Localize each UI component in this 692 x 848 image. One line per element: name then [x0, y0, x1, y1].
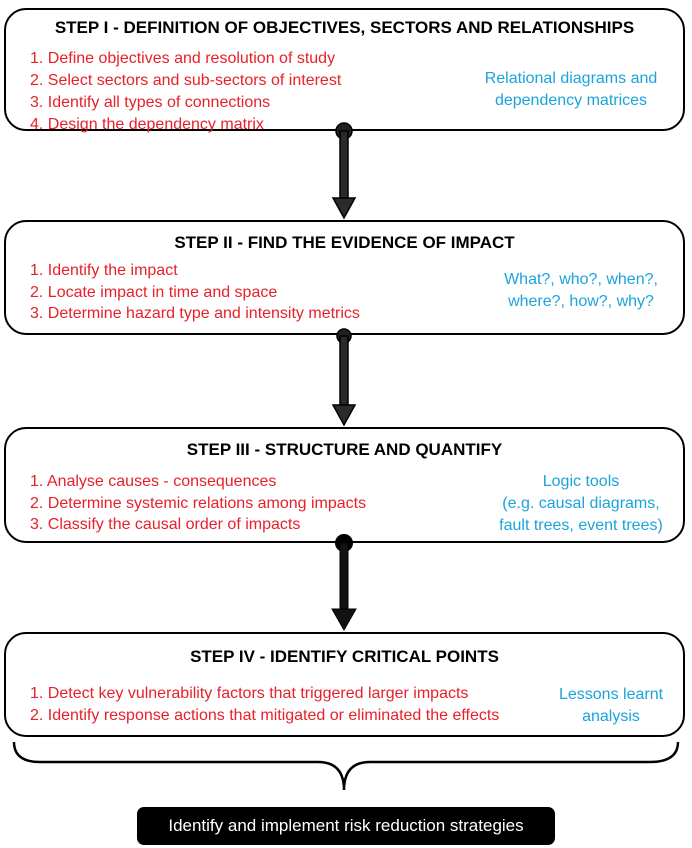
arrow-step2-to-step3 [331, 328, 357, 427]
step-4-tool-line-2: analysis [582, 708, 640, 725]
step-1-item-2: 2. Select sectors and sub-sectors of int… [30, 72, 342, 89]
step-1-tools: Relational diagrams and dependency matri… [466, 68, 676, 112]
step-3-tool-line-2: (e.g. causal diagrams, [502, 495, 660, 512]
step-4-tool-line-1: Lessons learnt [558, 686, 664, 703]
final-strategy-box: Identify and implement risk reduction st… [137, 807, 555, 845]
step-3-tools: Logic tools (e.g. causal diagrams, fault… [476, 471, 686, 537]
step-3-tool-line-3: fault trees, event trees) [499, 517, 663, 534]
step-2-item-3: 3. Determine hazard type and intensity m… [30, 305, 360, 322]
step-4-box: STEP IV - IDENTIFY CRITICAL POINTS 1. De… [4, 632, 685, 737]
step-1-item-1: 1. Define objectives and resolution of s… [30, 50, 336, 67]
step-4-title: STEP IV - IDENTIFY CRITICAL POINTS [190, 647, 499, 666]
final-strategy-label: Identify and implement risk reduction st… [168, 816, 524, 835]
step-3-item-1: 1. Analyse causes - consequences [30, 473, 277, 490]
step-2-title: STEP II - FIND THE EVIDENCE OF IMPACT [174, 233, 515, 252]
step-3-tool-line-1: Logic tools [542, 473, 620, 490]
step-3-box: STEP III - STRUCTURE AND QUANTIFY 1. Ana… [4, 427, 685, 543]
step-2-tool-line-2: where?, how?, why? [508, 293, 654, 310]
step-4-item-2: 2. Identify response actions that mitiga… [30, 707, 500, 724]
summary-bracket [12, 741, 680, 791]
step-3-item-2: 2. Determine systemic relations among im… [30, 495, 367, 512]
step-1-tool-line-1: Relational diagrams and [484, 70, 658, 87]
arrow-step1-to-step2 [331, 122, 357, 220]
step-2-tool-line-1: What?, who?, when?, [504, 271, 658, 288]
step-1-box: STEP I - DEFINITION OF OBJECTIVES, SECTO… [4, 8, 685, 133]
step-4-item-1: 1. Detect key vulnerability factors that… [30, 685, 469, 702]
step-2-tools: What?, who?, when?, where?, how?, why? [486, 269, 676, 313]
step-1-item-4: 4. Design the dependency matrix [30, 116, 264, 133]
step-2-box: STEP II - FIND THE EVIDENCE OF IMPACT 1.… [4, 220, 685, 335]
step-1-item-3: 3. Identify all types of connections [30, 94, 271, 111]
step-2-item-2: 2. Locate impact in time and space [30, 284, 278, 301]
step-4-tools: Lessons learnt analysis [546, 684, 676, 728]
step-3-item-3: 3. Classify the causal order of impacts [30, 516, 301, 533]
arrow-step3-to-step4 [331, 534, 357, 632]
step-1-title: STEP I - DEFINITION OF OBJECTIVES, SECTO… [54, 18, 635, 37]
step-1-tool-line-2: dependency matrices [494, 92, 648, 109]
step-2-item-1: 1. Identify the impact [30, 262, 178, 279]
step-3-title: STEP III - STRUCTURE AND QUANTIFY [186, 440, 503, 459]
